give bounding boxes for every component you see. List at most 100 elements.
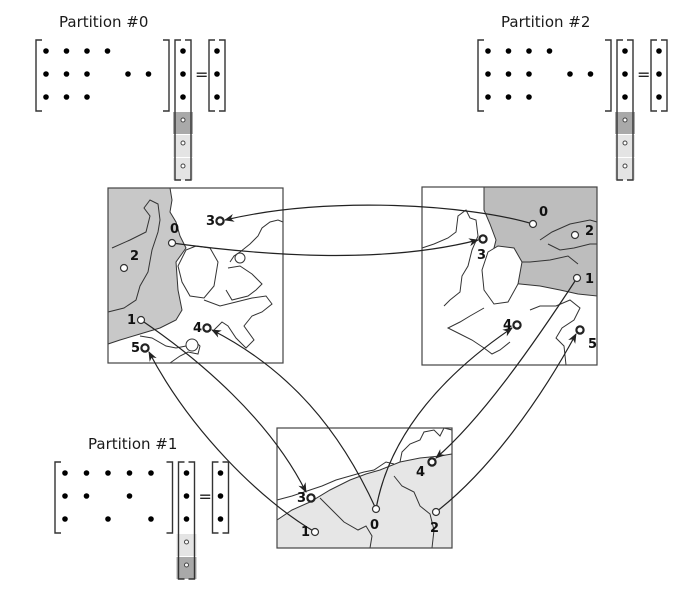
node-label: 4 xyxy=(193,321,202,336)
owned-node-marker xyxy=(528,219,538,229)
matrix-nonzero xyxy=(485,48,491,54)
owned-node-marker xyxy=(431,507,441,517)
vector-right-bracket xyxy=(185,39,192,181)
matrix-nonzero xyxy=(83,493,90,499)
vector-owned-entry xyxy=(183,516,190,522)
owned-node-marker xyxy=(167,238,177,248)
comm-arrow-p2-0-to-p0-3 xyxy=(224,204,534,225)
result-left-bracket xyxy=(208,39,215,112)
comm-arrow-p1-0-to-p0-4 xyxy=(211,329,377,510)
matrix-nonzero xyxy=(62,493,68,499)
matrix-nonzero xyxy=(83,470,90,476)
ghost-node-marker xyxy=(575,325,585,335)
comm-arrow-p1-0-to-p2-4 xyxy=(375,327,513,510)
owned-node-marker xyxy=(310,527,320,537)
matrix-nonzero xyxy=(526,71,532,77)
vector-ghost-entry xyxy=(180,117,186,123)
ghost-entry-shade xyxy=(173,158,193,180)
vector-owned-entry xyxy=(180,71,186,77)
matrix-nonzero xyxy=(526,48,532,54)
matrix-nonzero xyxy=(84,71,90,77)
node-p0-2: 2 xyxy=(119,249,139,273)
node-p2-1: 1 xyxy=(572,272,594,287)
node-p1-3: 3 xyxy=(297,491,316,506)
vector-ghost-entry xyxy=(622,117,628,123)
node-p2-0: 0 xyxy=(528,205,548,229)
ghost-node-marker xyxy=(202,323,212,333)
vector-ghost-entry xyxy=(180,163,186,169)
matrix-equation-p2: Partition #2= xyxy=(477,13,668,181)
partition-title: Partition #2 xyxy=(501,13,590,31)
ghost-node-marker xyxy=(512,320,522,330)
node-label: 0 xyxy=(370,518,379,533)
comm-arrow-p0-0-to-p2-3 xyxy=(171,238,479,257)
matrix-left-bracket xyxy=(477,39,484,112)
node-p2-4: 4 xyxy=(503,318,522,333)
matrix-nonzero xyxy=(105,516,111,522)
vector-right-bracket xyxy=(627,39,634,181)
node-p2-5: 5 xyxy=(575,325,597,352)
node-p1-4: 4 xyxy=(416,457,437,480)
node-p0-0: 0 xyxy=(167,222,179,248)
matrix-nonzero xyxy=(43,71,49,77)
node-label: 2 xyxy=(430,521,439,536)
matrix-nonzero xyxy=(63,94,70,100)
vector-ghost-entry xyxy=(622,140,628,146)
node-label: 1 xyxy=(585,272,594,287)
node-label: 3 xyxy=(206,214,215,229)
matrix-nonzero xyxy=(505,48,512,54)
vector-owned-entry xyxy=(180,48,186,54)
matrix-nonzero xyxy=(587,71,594,77)
matrix-left-bracket xyxy=(54,461,61,534)
node-label: 1 xyxy=(301,525,310,540)
vector-owned-entry xyxy=(622,48,628,54)
vector-ghost-entry xyxy=(622,163,628,169)
matrix-equation-p1: Partition #1= xyxy=(54,435,230,580)
matrix-nonzero xyxy=(62,516,68,522)
node-p1-1: 1 xyxy=(301,525,320,540)
node-label: 2 xyxy=(130,249,139,264)
matrix-nonzero xyxy=(104,48,111,54)
result-entry xyxy=(656,71,662,77)
ghost-entry-shade xyxy=(173,112,193,134)
vector-right-bracket xyxy=(188,461,196,580)
matrix-nonzero xyxy=(546,48,553,54)
node-p2-3: 3 xyxy=(477,234,488,263)
node-label: 4 xyxy=(503,318,512,333)
vector-owned-entry xyxy=(622,94,628,100)
result-left-bracket xyxy=(211,461,219,534)
ghost-entry-shade xyxy=(173,135,193,157)
vector-owned-entry xyxy=(183,470,190,476)
matrix-nonzero xyxy=(485,71,491,77)
matrix-right-bracket xyxy=(605,39,612,112)
result-entry xyxy=(217,470,224,476)
matrix-nonzero xyxy=(567,71,573,77)
ghost-node-marker xyxy=(215,216,225,226)
matrix-nonzero xyxy=(84,48,90,54)
result-entry xyxy=(656,94,662,100)
matrix-equations: Partition #0=Partition #1=Partition #2= xyxy=(35,13,668,580)
node-label: 0 xyxy=(539,205,548,220)
node-p1-0: 0 xyxy=(370,504,381,533)
matrix-nonzero xyxy=(125,71,131,77)
node-p1-2: 2 xyxy=(430,507,441,536)
ghost-entry-shade xyxy=(615,112,635,134)
vector-owned-entry xyxy=(180,94,186,100)
owned-node-marker xyxy=(119,263,129,273)
matrix-nonzero xyxy=(526,94,532,100)
node-label: 5 xyxy=(588,337,597,352)
result-right-bracket xyxy=(661,39,668,112)
matrix-nonzero xyxy=(43,94,49,100)
result-entry xyxy=(214,71,220,77)
ghost-entry-shade xyxy=(615,135,635,157)
owned-node-marker xyxy=(570,230,580,240)
owned-region-p0 xyxy=(107,187,187,345)
matrix-nonzero xyxy=(485,94,491,100)
node-label: 3 xyxy=(477,248,486,263)
matrix-nonzero xyxy=(84,94,90,100)
node-label: 3 xyxy=(297,491,306,506)
matrix-nonzero xyxy=(505,71,512,77)
ghost-entry-shade xyxy=(176,557,197,579)
node-p0-3: 3 xyxy=(206,214,225,229)
